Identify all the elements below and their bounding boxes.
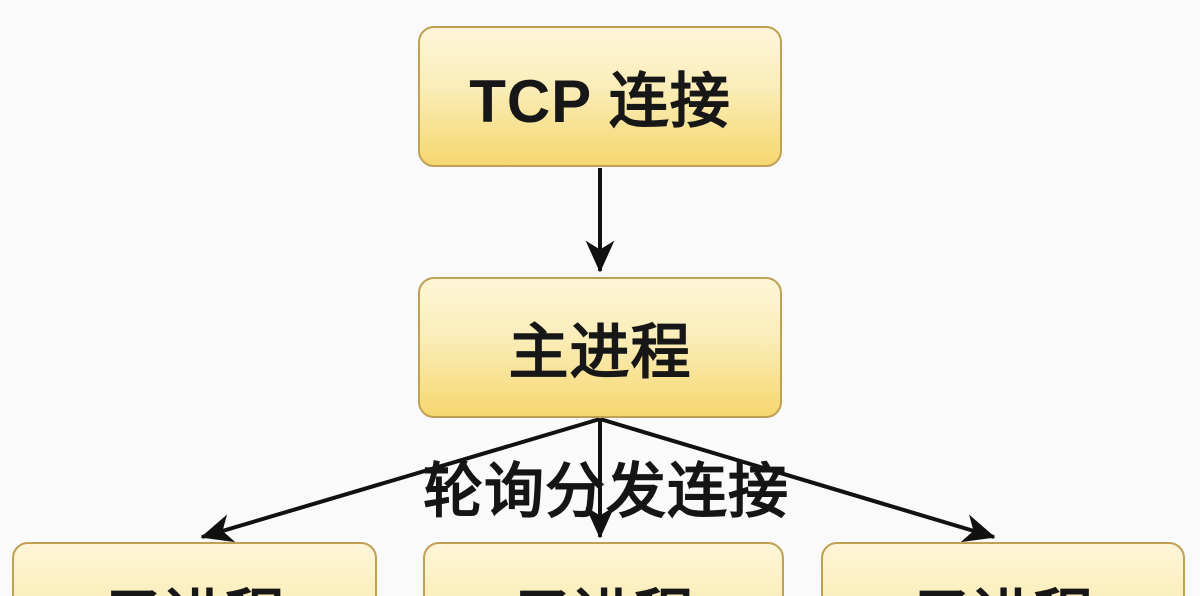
node-child-process-1: 子进程: [12, 542, 377, 596]
node-child-process-2: 子进程: [423, 542, 784, 596]
node-tcp-connection: TCP 连接: [418, 26, 782, 167]
edge-label-round-robin-dispatch: 轮询分发连接: [423, 458, 789, 525]
node-child-process-3: 子进程: [821, 542, 1185, 596]
node-child-process-1-label: 子进程: [103, 569, 286, 596]
node-master-process-label: 主进程: [508, 319, 692, 386]
node-child-process-2-label: 子进程: [512, 569, 695, 596]
node-child-process-3-label: 子进程: [912, 569, 1095, 596]
node-tcp-connection-label: TCP 连接: [469, 68, 731, 135]
arrow-master-to-worker1: [200, 417, 601, 543]
node-master-process: 主进程: [418, 277, 782, 418]
arrow-master-to-worker3: [599, 417, 996, 543]
